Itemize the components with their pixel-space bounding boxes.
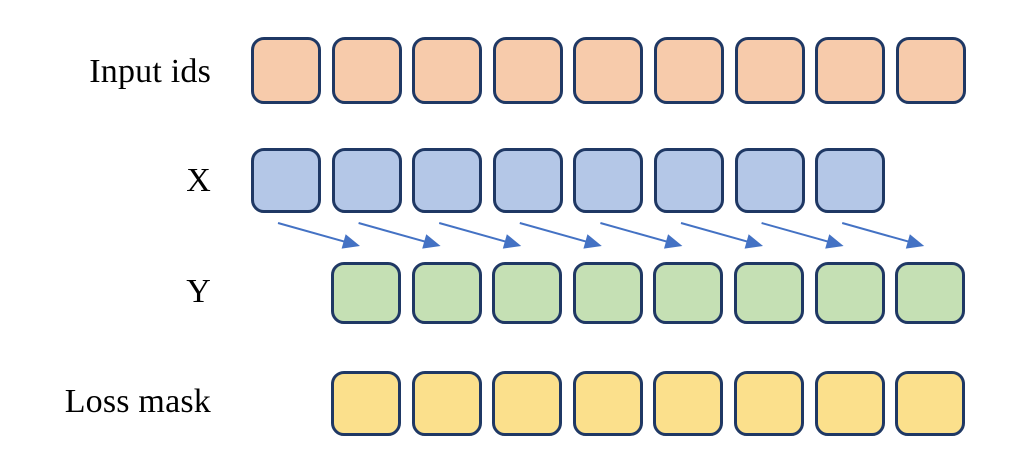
shift-arrow-line <box>519 222 589 244</box>
token-box <box>331 371 401 436</box>
token-box <box>411 262 482 324</box>
shift-arrow-line <box>277 222 347 244</box>
token-box <box>331 262 401 324</box>
token-box <box>572 262 643 324</box>
token-box <box>815 37 886 104</box>
row-label-x: X <box>186 162 211 199</box>
token-box <box>895 37 966 104</box>
shift-arrow-line <box>358 222 428 244</box>
token-box <box>412 148 483 213</box>
token-box <box>331 37 402 104</box>
token-box <box>734 37 805 104</box>
shift-arrow-head <box>583 234 602 249</box>
shift-arrow-line <box>438 222 508 244</box>
token-box <box>573 148 644 213</box>
token-box <box>653 148 724 213</box>
row-label-y: Y <box>186 273 211 310</box>
token-row-loss-mask <box>331 371 966 436</box>
shift-arrow-line <box>680 222 750 244</box>
shift-arrow-line <box>761 222 831 244</box>
token-box <box>331 148 402 213</box>
token-box <box>734 148 805 213</box>
token-box <box>251 37 321 104</box>
token-box <box>815 148 886 213</box>
token-box <box>814 262 885 324</box>
shift-arrow-head <box>422 234 441 249</box>
token-box <box>251 148 321 213</box>
token-box <box>412 37 483 104</box>
token-box <box>814 371 885 436</box>
token-row-y <box>331 262 966 324</box>
shift-arrow-line <box>841 222 911 244</box>
token-box <box>653 371 724 436</box>
token-box <box>653 37 724 104</box>
token-row-x <box>251 148 886 213</box>
token-box <box>895 262 966 324</box>
token-box <box>572 371 643 436</box>
shift-arrow-head <box>341 234 360 249</box>
shift-arrow-head <box>502 234 522 249</box>
token-box <box>653 262 724 324</box>
shift-arrow-head <box>744 234 763 249</box>
shift-arrow-head <box>664 234 683 249</box>
shift-arrow-head <box>905 234 925 249</box>
token-box <box>895 371 966 436</box>
token-box <box>492 262 563 324</box>
token-box <box>733 262 804 324</box>
row-label-input-ids: Input ids <box>89 53 211 90</box>
row-label-loss-mask: Loss mask <box>64 383 211 420</box>
shift-arrow-line <box>600 222 670 244</box>
token-row-input-ids <box>251 37 966 104</box>
token-box <box>492 371 563 436</box>
token-box <box>733 371 804 436</box>
token-box <box>411 371 482 436</box>
token-box <box>492 148 563 213</box>
token-box <box>573 37 644 104</box>
shift-arrow-head <box>825 234 844 249</box>
token-box <box>492 37 563 104</box>
